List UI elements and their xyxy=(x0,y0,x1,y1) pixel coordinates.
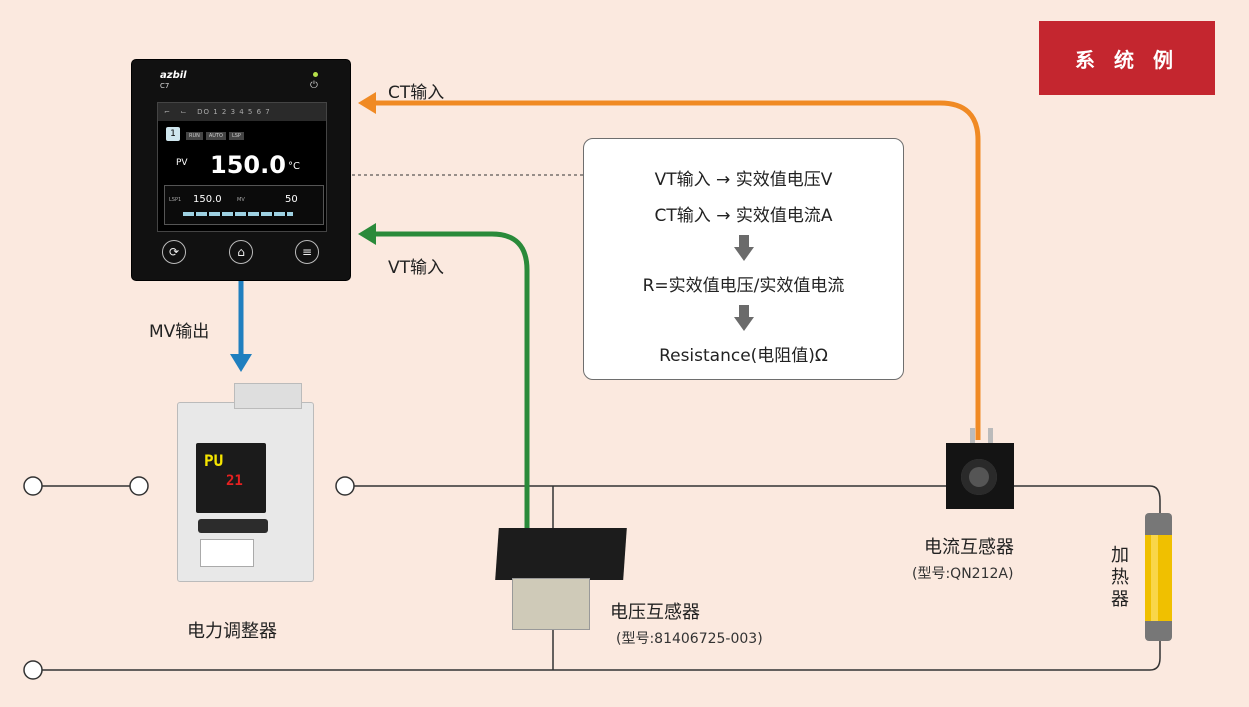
setpoint-panel: LSP1 150.0 MV 50 xyxy=(164,185,324,225)
regulator-keys xyxy=(198,519,268,533)
terminal-left-top xyxy=(23,476,43,496)
power-icon: ⏻ xyxy=(310,80,318,91)
calc-line-3: R=实效值电压/实效值电流 xyxy=(642,276,845,296)
menu-button-icon[interactable]: ≡ xyxy=(295,240,319,264)
vt-terminal-block xyxy=(495,528,627,580)
power-regulator-device: PU 21 xyxy=(177,383,314,582)
mv-output-label: MV输出 xyxy=(149,322,210,342)
tag-auto: AUTO xyxy=(205,132,226,140)
ct-input-label: CT输入 xyxy=(388,83,445,103)
system-example-badge: 系 统 例 xyxy=(1039,21,1215,95)
cycle-button-icon[interactable]: ⟳ xyxy=(162,240,186,264)
tag-lsp: LSP xyxy=(228,132,244,140)
vt-model: (型号:81406725-003) xyxy=(616,631,763,647)
pv-value: 150.0 xyxy=(210,151,286,179)
regulator-bracket xyxy=(234,383,302,409)
ct-arrowhead xyxy=(358,92,376,114)
lsp-value: 150.0 xyxy=(193,194,222,205)
regulator-terminal xyxy=(200,539,254,567)
ct-sensor-hole xyxy=(961,459,997,495)
tab-labels: DO 1 2 3 4 5 6 7 xyxy=(197,108,271,116)
controller-brand: azbil xyxy=(160,70,187,81)
terminal-mid-top xyxy=(129,476,149,496)
mv-bar xyxy=(183,212,293,216)
mv-value: 50 xyxy=(285,194,298,205)
line-heater-top xyxy=(1149,485,1161,513)
ct-signal-line xyxy=(372,100,981,440)
calc-line-1: VT输入 → 实效值电压V xyxy=(654,170,833,190)
down-arrow-icon xyxy=(733,305,754,331)
pv-unit: °C xyxy=(288,161,300,172)
calc-line-4: Resistance(电阻值)Ω xyxy=(659,346,828,366)
controller-model: C7 xyxy=(160,82,170,90)
line-heater-bottom xyxy=(1149,641,1161,671)
vt-arrowhead xyxy=(358,223,376,245)
regulator-label: 电力调整器 xyxy=(187,621,277,642)
status-led-icon xyxy=(313,72,318,77)
vt-label: 电压互感器 xyxy=(610,602,700,623)
mv-label: MV xyxy=(237,197,245,203)
vt-signal-line xyxy=(372,231,530,528)
regulator-display-bottom: 21 xyxy=(226,473,243,489)
ct-pin-left xyxy=(970,428,975,446)
ct-pin-right xyxy=(988,428,993,446)
tag-run: RUN xyxy=(186,132,203,140)
heater-label: 加热器 xyxy=(1111,545,1129,610)
terminal-right-top xyxy=(335,476,355,496)
regulator-display: PU 21 xyxy=(196,443,266,513)
regulator-display-top: PU xyxy=(204,451,224,470)
heater-element xyxy=(1145,513,1172,641)
lsp-label: LSP1 xyxy=(169,197,182,203)
home-button-icon[interactable]: ⌂ xyxy=(229,240,253,264)
mv-arrowhead xyxy=(230,354,252,372)
pv-label: PV xyxy=(176,158,188,168)
vt-input-label: VT输入 xyxy=(388,258,445,278)
screen-tab-bar: ⌐ ⌙ DO 1 2 3 4 5 6 7 xyxy=(158,103,326,121)
calculation-box: VT输入 → 实效值电压V CT输入 → 实效值电流A R=实效值电压/实效值电… xyxy=(583,138,904,380)
ct-label: 电流互感器 xyxy=(924,537,1014,558)
channel-indicator: 1 xyxy=(166,127,180,141)
vt-transformer-coil xyxy=(512,578,590,630)
terminal-left-bottom xyxy=(23,660,43,680)
calc-line-2: CT输入 → 实效值电流A xyxy=(654,206,833,226)
down-arrow-icon xyxy=(733,235,754,261)
ct-model: (型号:QN212A) xyxy=(912,566,1014,582)
